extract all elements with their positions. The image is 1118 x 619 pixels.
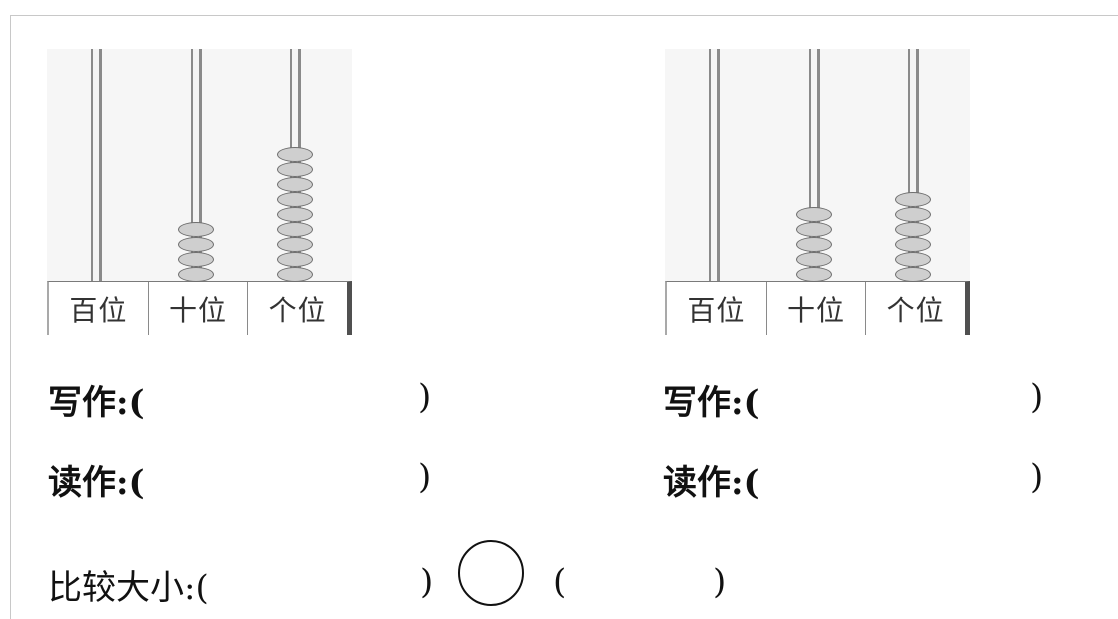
ones-rod: [908, 49, 919, 281]
ones-bead: [277, 192, 313, 207]
tens-bead: [796, 237, 832, 252]
right-abacus: 百位 十位 个位: [665, 49, 970, 335]
tens-bead: [178, 267, 214, 282]
ones-bead: [277, 222, 313, 237]
label-ones: 个位: [886, 293, 945, 327]
ones-bead: [895, 207, 931, 222]
tens-bead: [178, 237, 214, 252]
left-write-close: ): [418, 377, 432, 417]
ones-bead: [277, 162, 313, 177]
tens-bead: [178, 252, 214, 267]
label-tens: 十位: [767, 282, 867, 335]
ones-bead: [277, 237, 313, 252]
left-abacus: 百位 十位 个位: [47, 49, 352, 335]
ones-bead: [277, 267, 313, 282]
compare-open-2: (: [553, 562, 567, 602]
left-read-close: ): [418, 457, 432, 497]
label-ones: 个位: [268, 293, 327, 327]
tens-rod: [191, 49, 202, 281]
ones-bead: [895, 237, 931, 252]
label-hundreds: 百位: [667, 282, 767, 335]
compare-circle[interactable]: [458, 540, 524, 606]
tens-bead: [178, 222, 214, 237]
ones-bead: [895, 222, 931, 237]
right-read-close: ): [1030, 457, 1044, 497]
ones-bead: [277, 147, 313, 162]
ones-bead: [277, 207, 313, 222]
right-read-label: 读作:(: [663, 463, 760, 503]
place-value-labels: 百位 十位 个位: [665, 281, 970, 335]
ones-bead: [895, 192, 931, 207]
right-write-label: 写作:(: [663, 383, 760, 423]
ones-bead: [895, 267, 931, 282]
compare-label: 比较大小:(: [48, 568, 209, 608]
label-hundreds: 百位: [49, 282, 149, 335]
right-write-close: ): [1030, 377, 1044, 417]
left-read-label: 读作:(: [48, 463, 145, 503]
tens-rod: [809, 49, 820, 281]
compare-close-1: ): [420, 562, 434, 602]
ones-bead: [277, 177, 313, 192]
tens-bead: [796, 267, 832, 282]
ones-bead: [277, 252, 313, 267]
place-value-labels: 百位 十位 个位: [47, 281, 352, 335]
ones-bead: [895, 252, 931, 267]
compare-close-2: ): [713, 562, 727, 602]
hundreds-rod: [709, 49, 720, 281]
tens-bead: [796, 222, 832, 237]
hundreds-rod: [91, 49, 102, 281]
label-tens: 十位: [149, 282, 249, 335]
page-frame: [10, 15, 1118, 619]
left-write-label: 写作:(: [48, 383, 145, 423]
tens-bead: [796, 252, 832, 267]
tens-bead: [796, 207, 832, 222]
